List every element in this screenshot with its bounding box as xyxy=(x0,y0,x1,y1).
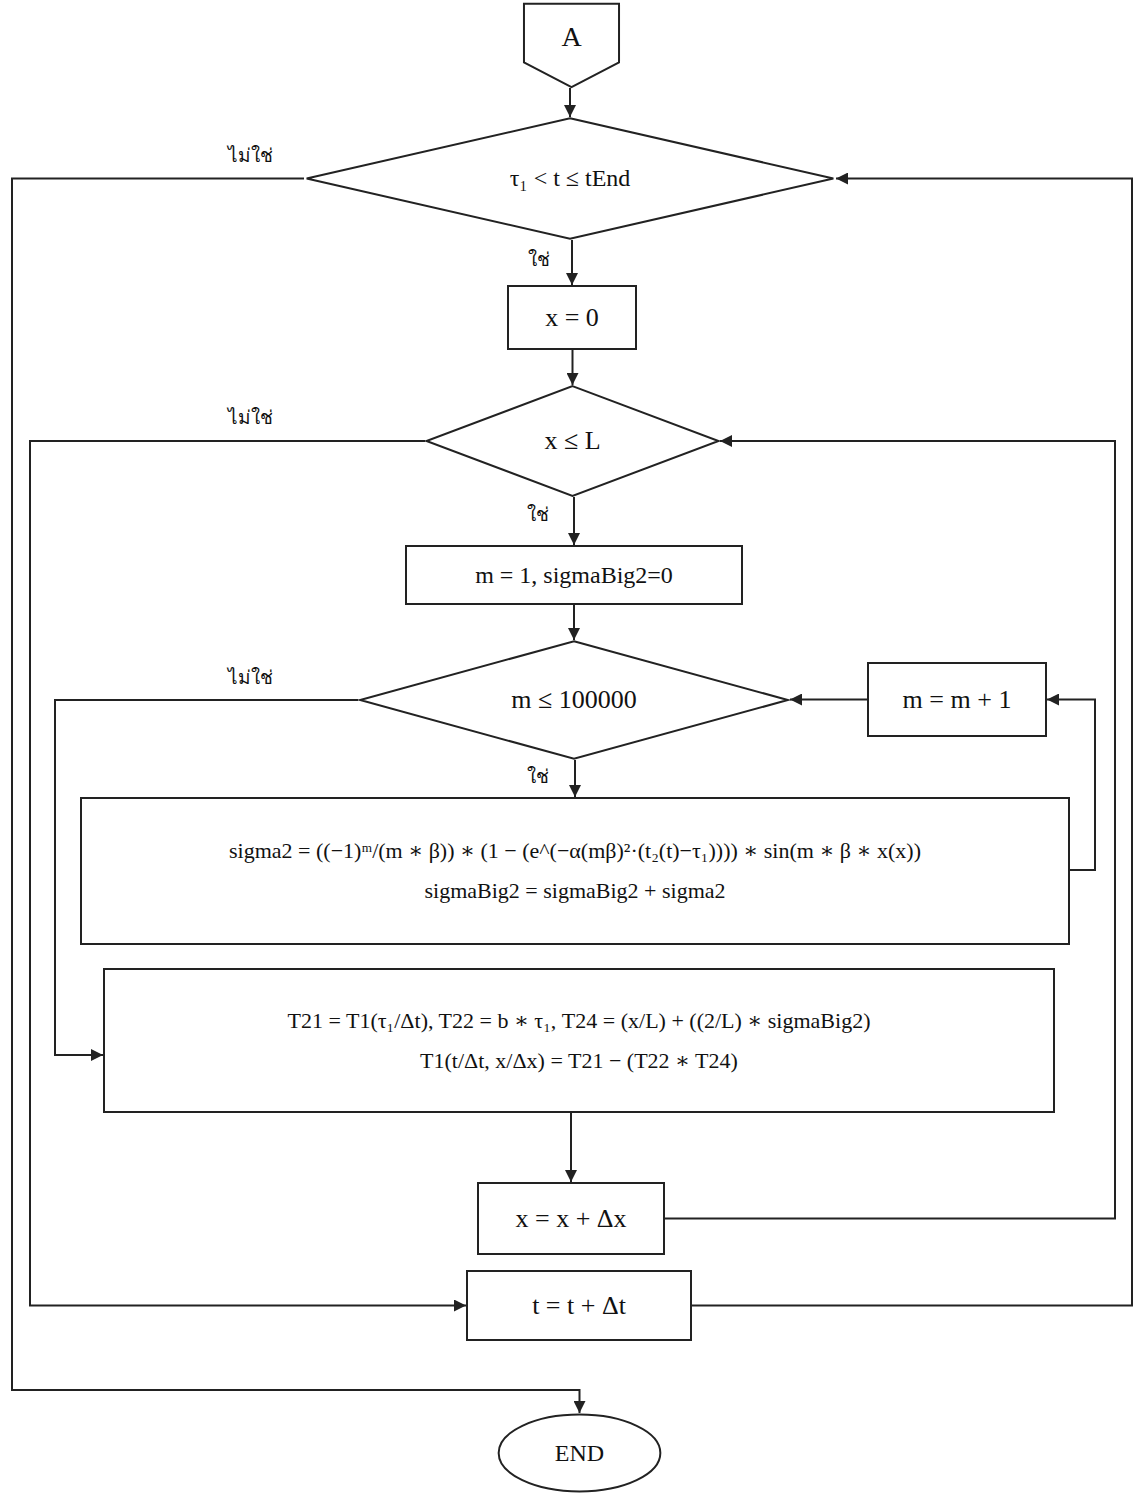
pent-shape xyxy=(524,4,619,87)
edge-label: ใช่ xyxy=(526,246,552,273)
edge-label: ใช่ xyxy=(525,763,551,790)
diam-shape xyxy=(426,386,718,496)
flow-connector xyxy=(692,179,1132,1306)
flow-connector xyxy=(573,497,575,545)
process-box: x = x + Δx xyxy=(477,1182,665,1255)
decision-diamond: x ≤ L xyxy=(425,385,720,497)
process-box: t = t + Δt xyxy=(466,1270,692,1341)
node-text: m ≤ 100000 xyxy=(511,682,637,717)
flow-connector xyxy=(574,760,576,797)
edge-label: ใช่ xyxy=(525,501,551,528)
node-text: x = 0 xyxy=(545,300,599,335)
oval-shape xyxy=(499,1415,661,1492)
node-text: t = t + Δt xyxy=(532,1288,626,1323)
node-text: x ≤ L xyxy=(544,423,600,458)
node-text: sigmaBig2 = sigmaBig2 + sigma2 xyxy=(424,876,725,906)
off-page-connector: A xyxy=(523,3,620,88)
flow-connector xyxy=(790,699,867,701)
node-text: m = m + 1 xyxy=(903,682,1012,717)
flow-connector xyxy=(572,350,574,385)
node-text: T1(t/Δt, x/Δx) = T21 − (T22 ∗ T24) xyxy=(420,1046,738,1076)
node-text: sigma2 = ((−1)ᵐ/(m ∗ β)) ∗ (1 − (e^(−α(m… xyxy=(229,836,921,866)
process-box: x = 0 xyxy=(507,285,637,350)
flow-connector xyxy=(569,88,571,117)
diam-shape xyxy=(360,641,788,759)
terminator: END xyxy=(497,1413,662,1493)
diam-shape xyxy=(307,118,834,239)
node-text: T21 = T1(τ₁/Δt), T22 = b ∗ τ₁, T24 = (x/… xyxy=(288,1006,871,1036)
process-box: m = 1, sigmaBig2=0 xyxy=(405,545,743,605)
flow-connector xyxy=(571,240,573,285)
decision-diamond: τ₁ < t ≤ tEnd xyxy=(304,117,836,240)
edge-label: ไม่ใช่ xyxy=(226,142,275,169)
formula-box: T21 = T1(τ₁/Δt), T22 = b ∗ τ₁, T24 = (x/… xyxy=(103,968,1055,1113)
node-text: x = x + Δx xyxy=(515,1201,626,1236)
formula-box: sigma2 = ((−1)ᵐ/(m ∗ β)) ∗ (1 − (e^(−α(m… xyxy=(80,797,1070,945)
flow-connector xyxy=(570,1113,572,1182)
process-box: m = m + 1 xyxy=(867,662,1047,737)
flow-connector xyxy=(573,605,575,640)
decision-diamond: m ≤ 100000 xyxy=(358,640,790,760)
edge-label: ไม่ใช่ xyxy=(226,404,275,431)
node-text: A xyxy=(561,18,581,56)
node-text: m = 1, sigmaBig2=0 xyxy=(475,559,673,591)
node-text: τ₁ < t ≤ tEnd xyxy=(510,162,631,194)
node-text: END xyxy=(555,1437,604,1469)
edge-label: ไม่ใช่ xyxy=(226,664,275,691)
